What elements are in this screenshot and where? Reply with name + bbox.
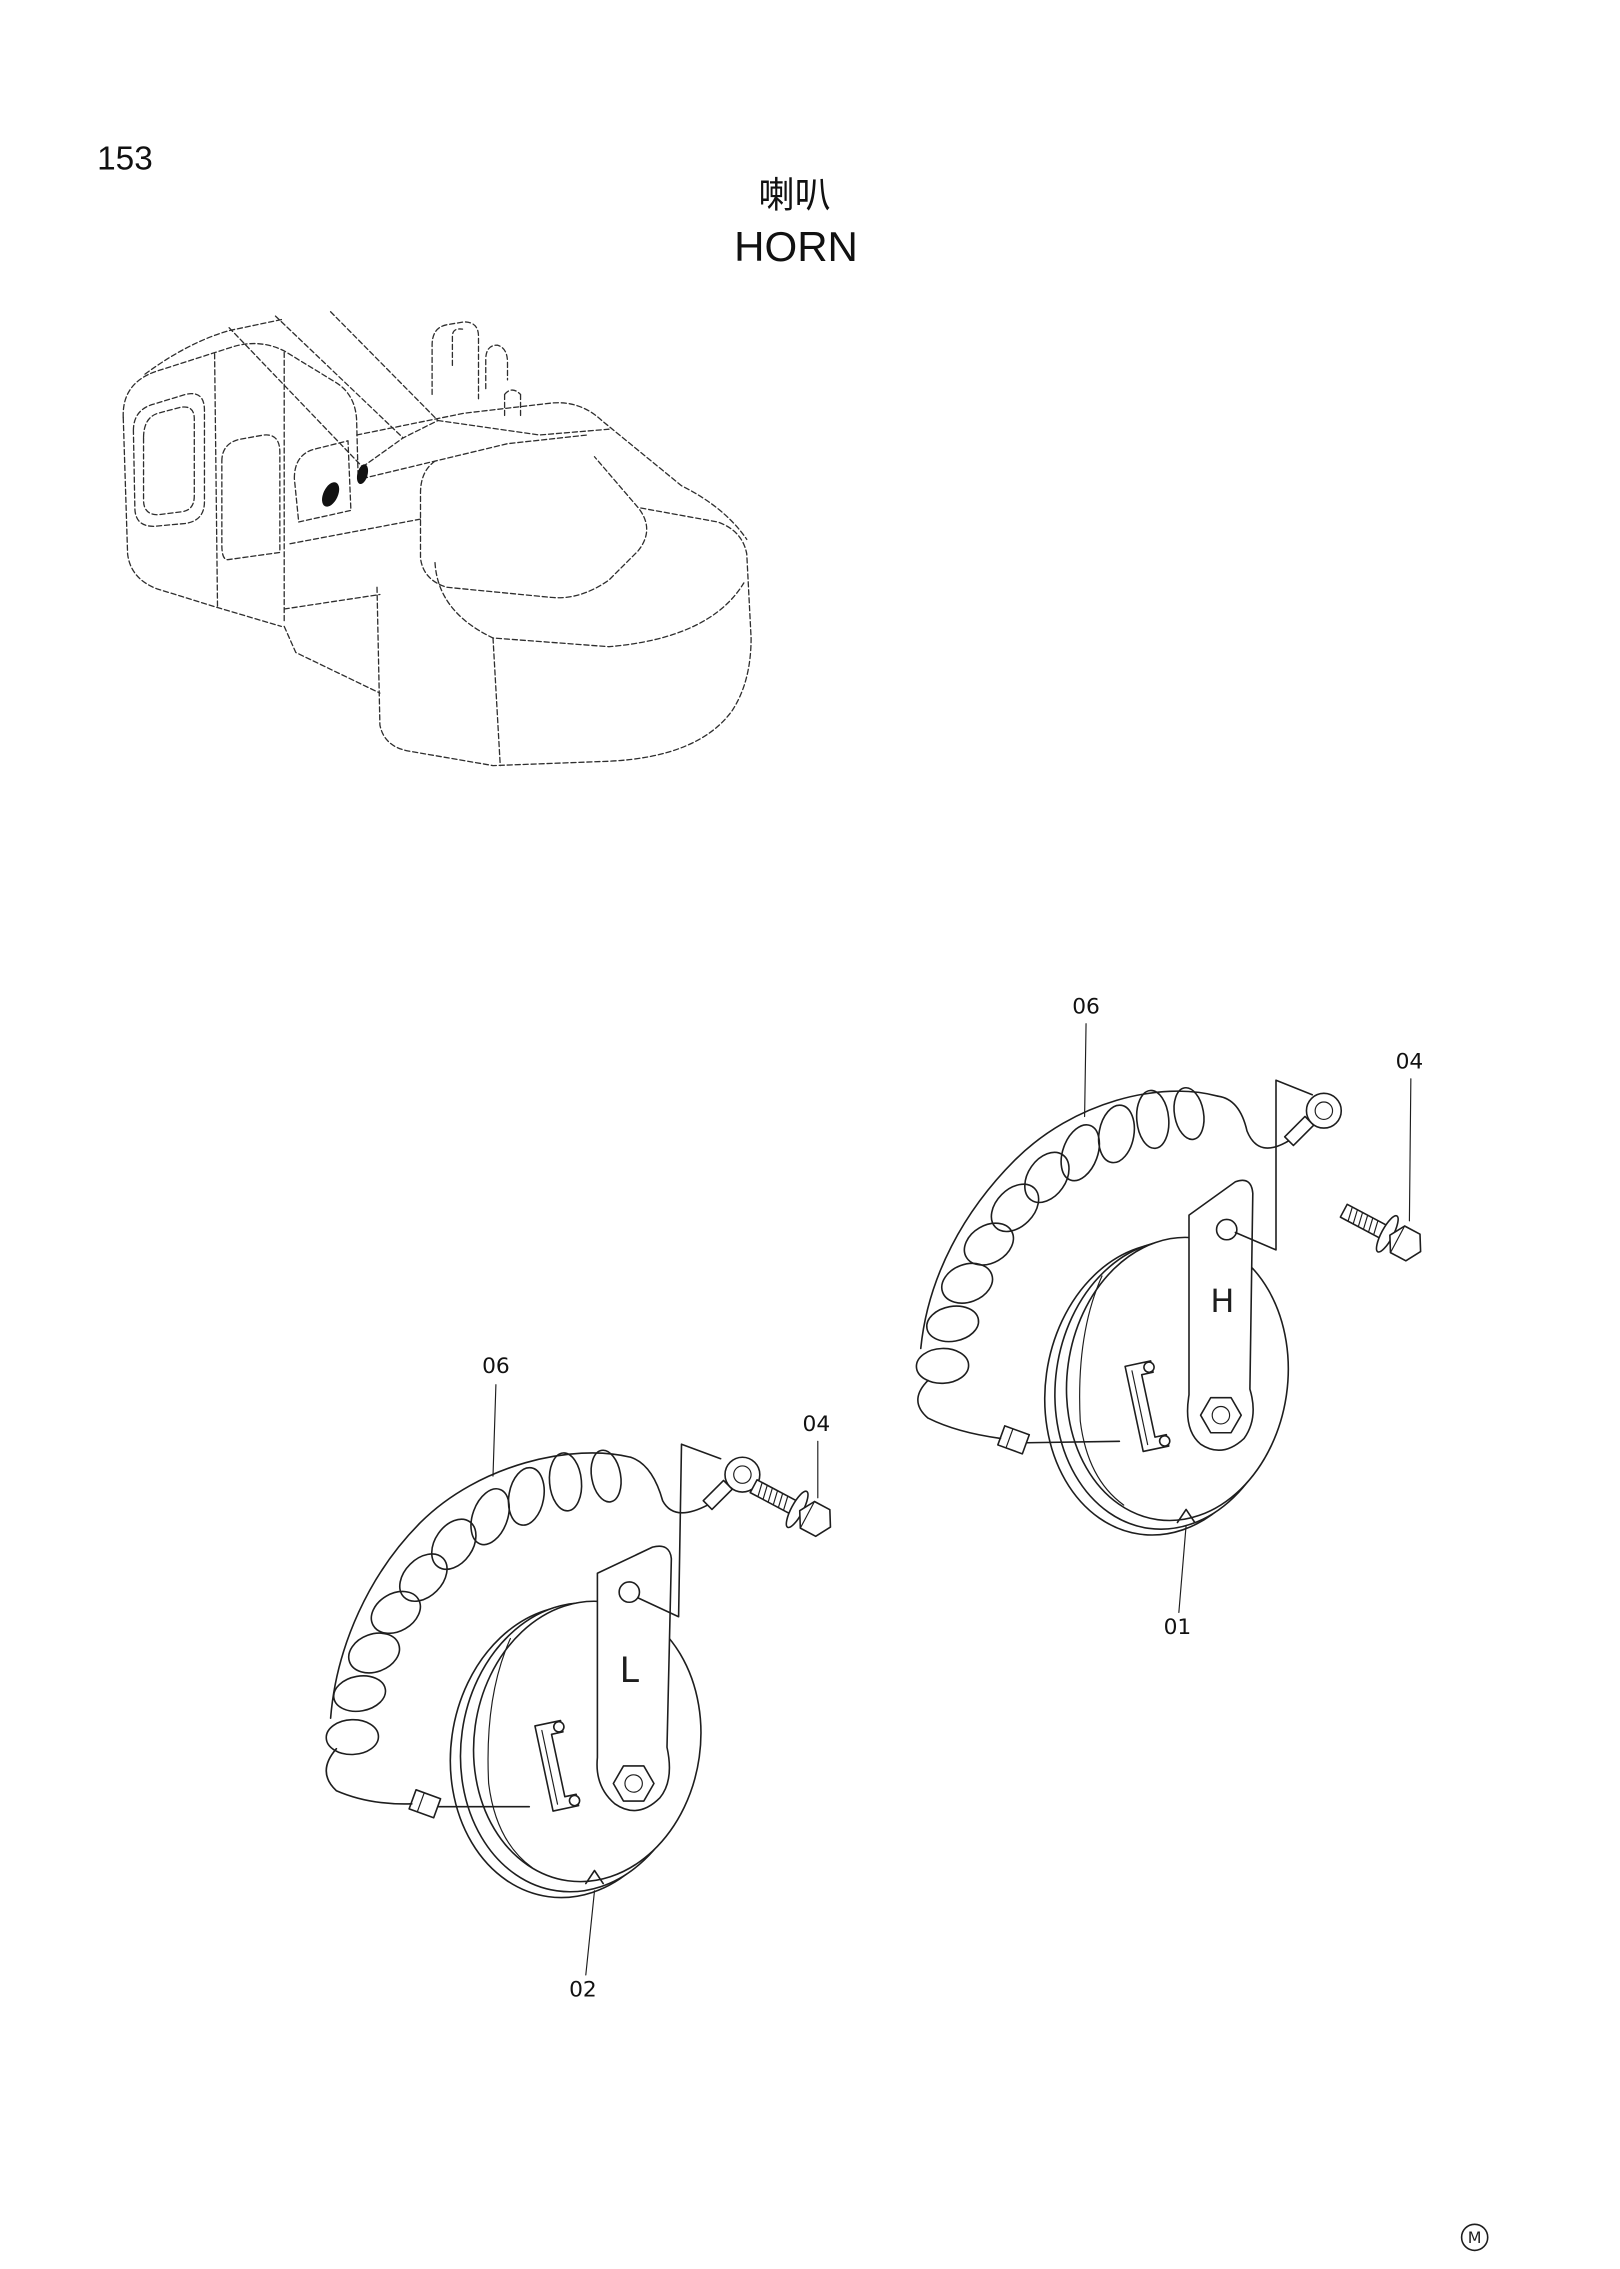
cab-outline <box>122 342 359 480</box>
terminal-screw <box>552 1720 565 1733</box>
horn-drain-notch <box>585 1869 604 1885</box>
circled-m-mark: M <box>1460 2223 1489 2252</box>
horn-assembly-low: L 06 04 02 <box>325 1354 832 2003</box>
horn-location-marker <box>356 464 369 485</box>
bracket-mark: H <box>1210 1282 1234 1320</box>
coiled-cord <box>325 1449 622 1756</box>
handrail <box>431 321 480 400</box>
title-chinese: 喇叭 <box>758 174 830 215</box>
mounting-reference-line <box>637 1443 722 1618</box>
bracket-mark: L <box>620 1651 640 1691</box>
boom-foot <box>361 419 439 468</box>
excavator-location-view <box>122 311 752 767</box>
boom-left-edge <box>228 327 364 468</box>
mounting-reference-line <box>1234 1079 1314 1251</box>
handrail-inner <box>451 328 464 367</box>
bracket-hole <box>618 1581 641 1604</box>
terminal-screw <box>1158 1435 1171 1447</box>
page-number: 153 <box>97 141 153 178</box>
ring-terminal <box>1305 1092 1343 1129</box>
mark-letter: M <box>1468 2228 1482 2247</box>
counterweight-outline <box>376 506 752 767</box>
cab-front-edge <box>122 416 282 628</box>
coil-outer-arc <box>329 1452 632 1720</box>
callout-horn: 02 <box>569 1978 597 2003</box>
cord-tail <box>325 1747 413 1805</box>
hood-top-edge <box>361 434 588 480</box>
cab-roof-line <box>144 318 285 375</box>
coil-outer-arc <box>919 1090 1219 1350</box>
callout-bolt: 04 <box>1396 1050 1424 1075</box>
hex-nut <box>612 1765 655 1802</box>
terminal-screw <box>568 1794 581 1807</box>
ring-terminal-hole <box>1314 1101 1334 1120</box>
horn-location-marker <box>322 482 340 507</box>
horn-terminal-clip <box>1124 1360 1171 1453</box>
hex-nut-bore <box>1211 1405 1231 1425</box>
ring-terminal-wire <box>1217 1095 1292 1149</box>
bracket-hole <box>1215 1218 1238 1241</box>
cord-connector <box>408 1788 442 1819</box>
cab-door-window <box>221 434 281 561</box>
horn-terminal-clip <box>534 1719 581 1812</box>
cab-front-window-inner <box>142 406 195 516</box>
deck-lower-line <box>283 593 381 610</box>
engine-hood <box>419 456 648 599</box>
deck-top-edge <box>356 402 748 541</box>
callout-cord: 06 <box>1072 995 1100 1020</box>
deck-side-line <box>289 518 422 545</box>
deck-rear-line <box>437 419 610 436</box>
boom-right-edge <box>274 315 404 439</box>
callout-bolt: 04 <box>803 1412 831 1437</box>
callout-leader <box>492 1384 497 1477</box>
hex-nut <box>1199 1396 1242 1434</box>
callout-leader <box>1178 1524 1187 1613</box>
cord-lead-wire <box>1025 1440 1121 1444</box>
horn-mounting-bracket <box>596 1545 673 1812</box>
mark-circle <box>1460 2223 1489 2252</box>
cab-front-window <box>132 393 206 528</box>
boom-far-edge <box>329 311 439 422</box>
counterweight-front-line <box>492 637 501 767</box>
horn-face-ring <box>1079 1275 1125 1506</box>
hex-nut-bore <box>624 1774 643 1793</box>
callout-leader <box>1408 1078 1412 1222</box>
horn-face-ring <box>487 1637 533 1869</box>
upper-frame-lower-edge <box>283 625 381 694</box>
horn-drain-notch <box>1176 1508 1196 1524</box>
ring-terminal-wire <box>629 1456 709 1514</box>
title-english: HORN <box>734 223 858 270</box>
ring-terminal-hole <box>733 1465 752 1484</box>
horn-mounting-bracket <box>1186 1179 1254 1451</box>
terminal-screw <box>1143 1361 1155 1374</box>
flange-bolt <box>1339 1203 1422 1262</box>
horn-assembly-high: H 06 04 01 <box>915 995 1424 1640</box>
callout-leader <box>1084 1023 1087 1118</box>
filler-cap <box>503 389 522 419</box>
cord-connector <box>997 1425 1031 1455</box>
coiled-cord <box>915 1086 1205 1385</box>
handrail-hook <box>485 344 509 390</box>
callout-horn: 01 <box>1164 1615 1192 1640</box>
cord-tail <box>917 1379 1002 1440</box>
cab-pillar <box>213 353 219 607</box>
callout-leader <box>585 1890 596 1976</box>
flange-bolt <box>749 1479 832 1538</box>
counterweight-top-curve <box>434 561 745 648</box>
ring-terminal <box>724 1456 761 1493</box>
callout-cord: 06 <box>482 1354 510 1379</box>
cab-side-panel <box>293 440 352 523</box>
